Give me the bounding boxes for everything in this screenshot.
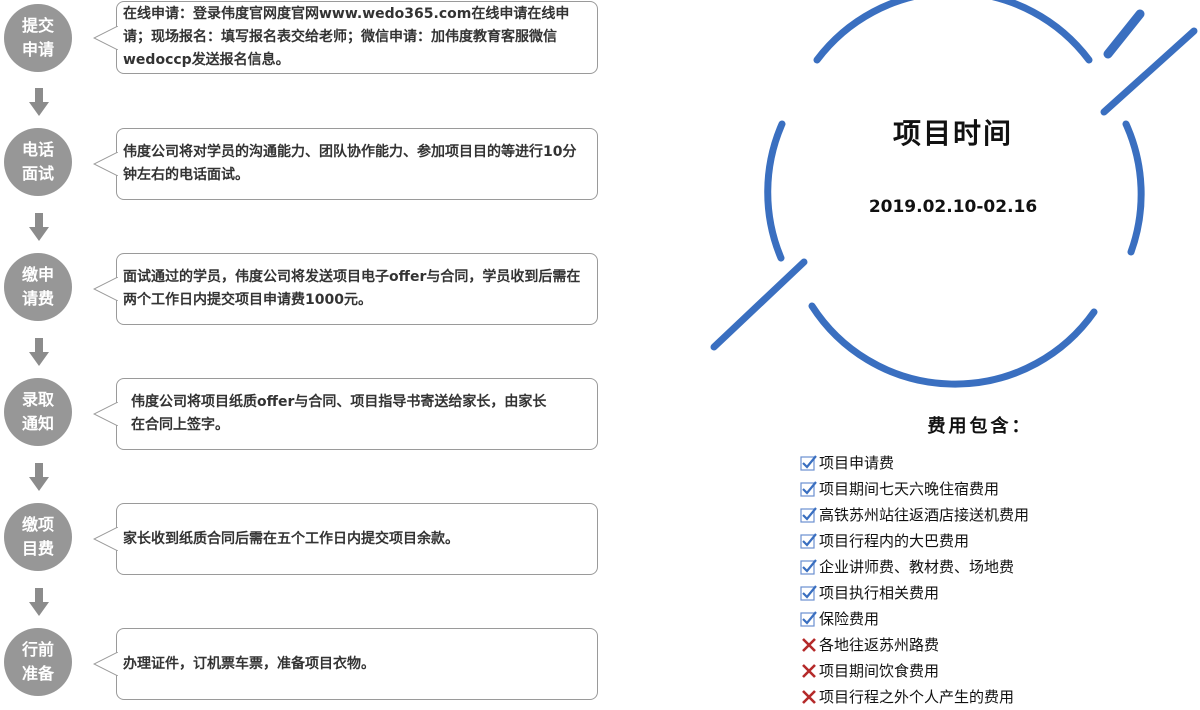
step-bubble-pre-departure: 办理证件，订机票车票，准备项目衣物。 xyxy=(93,628,598,700)
cross-icon xyxy=(802,690,816,704)
fee-item: 各地往返苏州路费 xyxy=(800,632,1029,658)
fee-item: 项目行程内的大巴费用 xyxy=(800,528,1029,554)
ring-arc-left xyxy=(764,120,786,262)
fee-item: 高铁苏州站往返酒店接送机费用 xyxy=(800,502,1029,528)
timeline-title: 项目时间 xyxy=(892,117,1013,150)
fee-item-text: 项目行程之外个人产生的费用 xyxy=(819,688,1015,706)
fee-item-text: 项目申请费 xyxy=(819,454,895,472)
ring-stroke-lower-1 xyxy=(710,258,808,351)
down-arrow-icon xyxy=(29,463,49,491)
ring-stroke-upper-1 xyxy=(1103,9,1145,59)
fee-item: 项目申请费 xyxy=(800,450,1029,476)
ring-stroke-upper-2 xyxy=(1100,27,1198,116)
bubble-pointer xyxy=(93,652,118,676)
step-circle-application-fee: 缴申请费 xyxy=(4,253,72,321)
fee-item: 企业讲师费、教材费、场地费 xyxy=(800,554,1029,580)
checkmark-icon xyxy=(800,455,817,471)
fee-item-text: 项目期间饮食费用 xyxy=(819,662,940,680)
fee-item-text: 保险费用 xyxy=(819,610,880,628)
bubble-pointer xyxy=(93,152,118,176)
fee-item-text: 各地往返苏州路费 xyxy=(819,636,940,654)
bubble-pointer xyxy=(93,402,118,426)
checkmark-icon xyxy=(800,533,817,549)
step-circle-pre-departure: 行前准备 xyxy=(4,628,72,696)
ring-arc-bottom xyxy=(808,302,1098,388)
fee-item-text: 高铁苏州站往返酒店接送机费用 xyxy=(819,506,1030,524)
bubble-pointer xyxy=(93,25,118,50)
step-bubble-program-fee: 家长收到纸质合同后需在五个工作日内提交项目余款。 xyxy=(93,503,598,575)
ring-arc-right xyxy=(1122,120,1145,256)
checkmark-icon xyxy=(800,507,817,523)
step-circle-program-fee: 缴项目费 xyxy=(4,503,72,571)
fee-item: 项目期间七天六晚住宿费用 xyxy=(800,476,1029,502)
bubble-pointer xyxy=(93,527,118,551)
step-text-pre-departure: 办理证件，订机票车票，准备项目衣物。 xyxy=(123,655,375,672)
step-text-application-fee: 面试通过的学员，伟度公司将发送项目电子offer与合同，学员收到后需在两个工作日… xyxy=(123,269,581,308)
fees-list: 项目申请费 项目期间七天六晚住宿费用 高铁苏州站往返酒店接送机费用 项目行程内的… xyxy=(800,450,1029,710)
checkmark-icon xyxy=(800,481,817,497)
step-bubble-submit: 在线申请：登录伟度官网度官网www.wedo365.com在线申请在线申请；现场… xyxy=(93,1,598,74)
fee-item-text: 项目行程内的大巴费用 xyxy=(819,532,970,550)
step-bubble-application-fee: 面试通过的学员，伟度公司将发送项目电子offer与合同，学员收到后需在两个工作日… xyxy=(93,253,598,325)
timeline-date: 2019.02.10-02.16 xyxy=(868,197,1038,217)
down-arrow-icon xyxy=(29,213,49,241)
ring-arc-top xyxy=(813,0,1093,64)
step-text-phone-interview: 伟度公司将对学员的沟通能力、团队协作能力、参加项目目的等进行10分钟左右的电话面… xyxy=(123,144,577,183)
down-arrow-icon xyxy=(29,88,49,116)
step-text-program-fee: 家长收到纸质合同后需在五个工作日内提交项目余款。 xyxy=(123,530,459,547)
step-text-submit: 在线申请：登录伟度官网度官网www.wedo365.com在线申请在线申请；现场… xyxy=(123,6,570,68)
checkmark-icon xyxy=(800,611,817,627)
fee-item-text: 企业讲师费、教材费、场地费 xyxy=(819,558,1015,576)
step-circle-admission-notice: 录取通知 xyxy=(4,378,72,446)
fee-item-text: 项目期间七天六晚住宿费用 xyxy=(819,480,1000,498)
checkmark-icon xyxy=(800,585,817,601)
step-circle-submit: 提交申请 xyxy=(4,4,72,72)
fee-item: 项目行程之外个人产生的费用 xyxy=(800,684,1029,710)
step-circle-phone-interview: 电话面试 xyxy=(4,128,72,196)
fee-item-text: 项目执行相关费用 xyxy=(819,584,940,602)
checkmark-icon xyxy=(800,559,817,575)
down-arrow-icon xyxy=(29,338,49,366)
down-arrow-icon xyxy=(29,588,49,616)
bubble-pointer xyxy=(93,277,118,301)
cross-icon xyxy=(802,664,816,678)
fee-item: 项目期间饮食费用 xyxy=(800,658,1029,684)
fee-item: 保险费用 xyxy=(800,606,1029,632)
step-text-admission-notice: 伟度公司将项目纸质offer与合同、项目指导书寄送给家长，由家长在合同上签字。 xyxy=(131,394,547,433)
fees-title: 费用包含： xyxy=(927,416,1033,437)
cross-icon xyxy=(802,638,816,652)
step-bubble-phone-interview: 伟度公司将对学员的沟通能力、团队协作能力、参加项目目的等进行10分钟左右的电话面… xyxy=(93,128,598,200)
fee-item: 项目执行相关费用 xyxy=(800,580,1029,606)
step-bubble-admission-notice: 伟度公司将项目纸质offer与合同、项目指导书寄送给家长，由家长在合同上签字。 xyxy=(93,378,598,450)
